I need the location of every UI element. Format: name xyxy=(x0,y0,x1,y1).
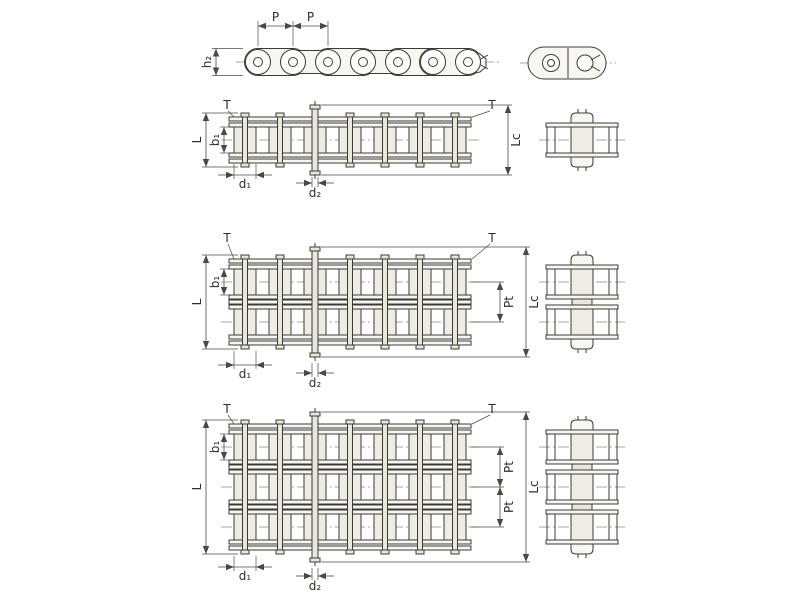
connecting-pin xyxy=(309,100,321,180)
chain-pin xyxy=(345,419,355,555)
pin-connector xyxy=(571,503,593,511)
duplex-dimensions: T T L b₁ Pt Lc d₁ d₂ xyxy=(190,231,541,390)
pin-head-cap xyxy=(570,543,594,559)
chain-pin xyxy=(450,419,460,555)
triplex-transverse-pitch-label-1: Pt xyxy=(502,461,516,473)
simplex-chain-plan-view xyxy=(221,100,479,180)
triplex-dimensions: T T L b₁ Pt Pt Lc d₁ xyxy=(190,402,541,593)
pitch-label-1: P xyxy=(272,10,279,24)
connecting-pin xyxy=(309,242,321,362)
chain-pin xyxy=(380,254,390,350)
link-end-view-single xyxy=(520,46,616,80)
duplex-inner-width-label: b₁ xyxy=(208,276,222,289)
pin-head-cap xyxy=(570,250,594,266)
simplex-roller-diameter-label: d₁ xyxy=(239,177,252,191)
duplex-connecting-pin-length-label: Lc xyxy=(527,295,541,308)
pin-connector xyxy=(571,298,593,306)
duplex-roller-diameter-label: d₁ xyxy=(239,367,252,381)
pin-head-cap xyxy=(570,338,594,354)
link-end-cell xyxy=(538,264,626,300)
plate-height-dimension: h₂ xyxy=(200,48,243,76)
triplex-plate-thickness-label-right: T xyxy=(487,402,496,416)
chain-pin xyxy=(380,419,390,555)
simplex-inner-width-label: b₁ xyxy=(208,134,222,147)
chain-pin xyxy=(380,112,390,168)
triplex-transverse-pitch-label-2: Pt xyxy=(502,501,516,513)
duplex-pin-length-label: L xyxy=(190,298,204,305)
simplex-connecting-link-end-view xyxy=(538,108,626,172)
link-end-cell xyxy=(538,304,626,340)
plate-height-label: h₂ xyxy=(200,56,214,69)
link-end-cell xyxy=(538,509,626,545)
chain-pin xyxy=(415,112,425,168)
triplex-inner-width-label: b₁ xyxy=(208,441,222,454)
triplex-roller-diameter-label: d₁ xyxy=(239,569,252,583)
chain-side-view xyxy=(236,48,500,76)
triplex-plate-thickness-label-left: T xyxy=(222,402,231,416)
chain-pin xyxy=(345,112,355,168)
duplex-pin-diameter-label: d₂ xyxy=(309,376,322,390)
simplex-pin-length-label: L xyxy=(190,136,204,143)
simplex-connecting-pin-length-label: Lc xyxy=(509,133,523,146)
chain-pin xyxy=(275,419,285,555)
chain-pin xyxy=(275,254,285,350)
simplex-plate-thickness-label-left: T xyxy=(222,98,231,112)
link-end-cell xyxy=(538,429,626,465)
duplex-chain-plan-view xyxy=(221,242,479,362)
chain-pin xyxy=(415,419,425,555)
chain-pin xyxy=(345,254,355,350)
connecting-pin xyxy=(309,407,321,567)
link-end-cell xyxy=(538,122,626,158)
chain-pin xyxy=(240,112,250,168)
pin-connector xyxy=(571,463,593,471)
chain-pin xyxy=(275,112,285,168)
triplex-pin-diameter-label: d₂ xyxy=(309,579,322,593)
link-end-cell xyxy=(538,469,626,505)
simplex-dimensions: T T L b₁ Lc d₁ d₂ xyxy=(190,98,523,200)
chain-pin xyxy=(415,254,425,350)
pin-head-cap xyxy=(570,415,594,431)
duplex-connecting-link-end-view xyxy=(538,250,626,354)
chain-pin xyxy=(240,254,250,350)
chain-pin xyxy=(450,112,460,168)
chain-pin xyxy=(450,254,460,350)
duplex-plate-thickness-label-right: T xyxy=(487,231,496,245)
pin-head-cap xyxy=(570,156,594,172)
duplex-plate-thickness-label-left: T xyxy=(222,231,231,245)
pin-head-cap xyxy=(570,108,594,124)
triplex-pin-length-label: L xyxy=(190,483,204,490)
pitch-dimension: P P xyxy=(257,10,329,46)
duplex-transverse-pitch-label: Pt xyxy=(502,296,516,308)
chain-rollers-side xyxy=(245,49,481,75)
pitch-label-2: P xyxy=(307,10,314,24)
simplex-pin-diameter-label: d₂ xyxy=(309,186,322,200)
chain-pin xyxy=(240,419,250,555)
triplex-connecting-link-end-view xyxy=(538,415,626,559)
triplex-connecting-pin-length-label: Lc xyxy=(527,480,541,493)
triplex-chain-plan-view xyxy=(221,407,479,567)
